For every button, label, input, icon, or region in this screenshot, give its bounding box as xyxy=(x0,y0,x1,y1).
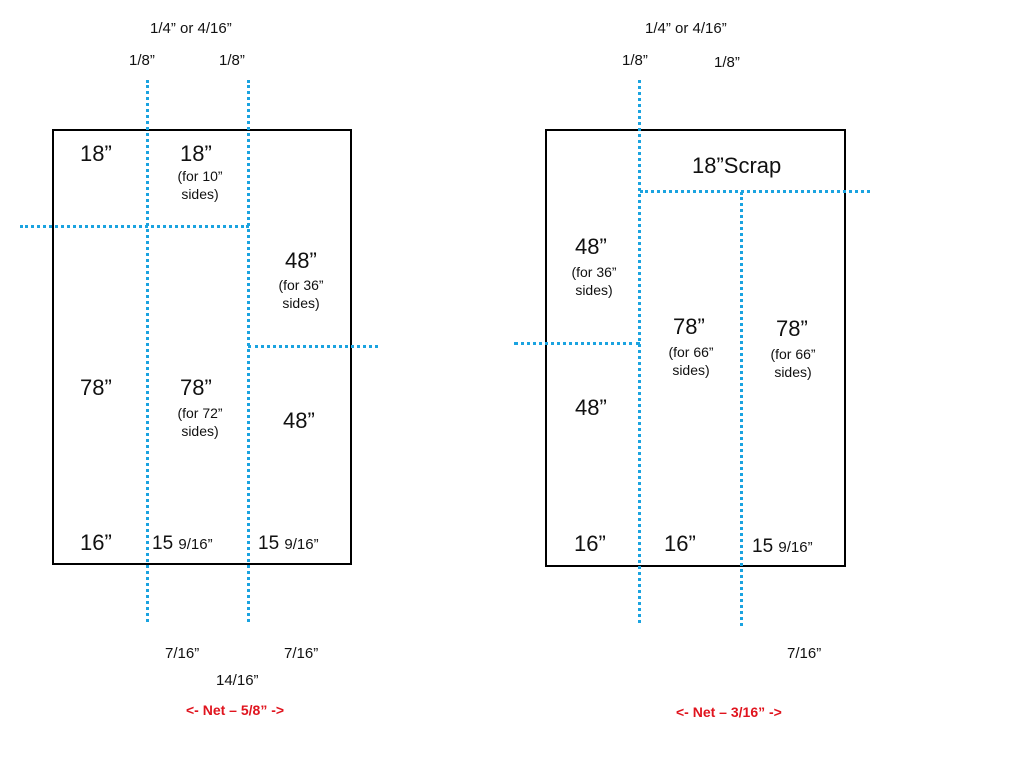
left-kerf-label-2: 1/8” xyxy=(219,52,245,69)
left-net-label: <- Net – 5/8” -> xyxy=(186,702,285,718)
left-kerf-label-1: 1/8” xyxy=(129,52,155,69)
right-width-col2: 16” xyxy=(664,531,696,556)
left-piece-78-note: (for 72” sides) xyxy=(177,405,223,439)
left-cut-line-vertical-1 xyxy=(146,80,149,622)
left-width-col3: 15 9/16” xyxy=(258,534,319,553)
right-width-col3-fraction: 9/16” xyxy=(778,539,813,556)
left-width-col1: 16” xyxy=(80,530,112,555)
left-piece-48-note: (for 36” sides) xyxy=(278,277,324,311)
left-top-kerf-label: 1/4” or 4/16” xyxy=(150,20,232,37)
right-kerf-label-2: 1/8” xyxy=(714,54,740,71)
left-width-col2: 15 9/16” xyxy=(152,534,213,553)
right-cut-line-vertical-2 xyxy=(740,192,743,626)
right-kerf-label-1: 1/8” xyxy=(622,52,648,69)
right-net-label: <- Net – 3/16” -> xyxy=(676,704,782,720)
left-piece-78-col1: 78” xyxy=(80,375,112,400)
right-cut-line-vertical-1 xyxy=(638,80,641,623)
left-width-col2-fraction: 9/16” xyxy=(178,536,213,553)
right-piece-48-note: (for 36” sides) xyxy=(571,264,617,298)
left-piece-18-col1: 18” xyxy=(80,141,112,166)
left-cut-line-horizontal-1 xyxy=(20,225,249,228)
right-width-col1: 16” xyxy=(574,531,606,556)
right-piece-78-col3-note: (for 66” sides) xyxy=(770,346,816,380)
right-board-outline xyxy=(545,129,846,567)
right-piece-78-col2: 78” xyxy=(673,314,705,339)
right-bottom-kerf: 7/16” xyxy=(787,645,822,662)
right-piece-48-upper: 48” xyxy=(575,234,607,259)
right-top-kerf-label: 1/4” or 4/16” xyxy=(645,20,727,37)
left-bottom-kerf-1: 7/16” xyxy=(165,645,200,662)
left-piece-48-lower: 48” xyxy=(283,408,315,433)
right-width-col3-whole: 15 xyxy=(752,536,779,557)
right-piece-78-col3: 78” xyxy=(776,316,808,341)
right-piece-48-lower: 48” xyxy=(575,395,607,420)
left-bottom-kerf-total: 14/16” xyxy=(216,672,259,689)
right-width-col3: 15 9/16” xyxy=(752,537,813,556)
left-piece-48-upper: 48” xyxy=(285,248,317,273)
left-piece-18-note: (for 10” sides) xyxy=(177,168,223,202)
left-piece-18-col2: 18” xyxy=(180,141,212,166)
left-piece-78-col2: 78” xyxy=(180,375,212,400)
left-cut-line-horizontal-2 xyxy=(248,345,378,348)
right-piece-78-col2-note: (for 66” sides) xyxy=(668,344,714,378)
right-scrap-label: 18”Scrap xyxy=(692,153,782,178)
left-width-col3-whole: 15 xyxy=(258,533,285,554)
left-width-col3-fraction: 9/16” xyxy=(284,536,319,553)
right-cut-line-horizontal-1 xyxy=(640,190,870,193)
left-cut-line-vertical-2 xyxy=(247,80,250,622)
right-cut-line-horizontal-2 xyxy=(514,342,640,345)
left-bottom-kerf-2: 7/16” xyxy=(284,645,319,662)
left-width-col2-whole: 15 xyxy=(152,533,179,554)
